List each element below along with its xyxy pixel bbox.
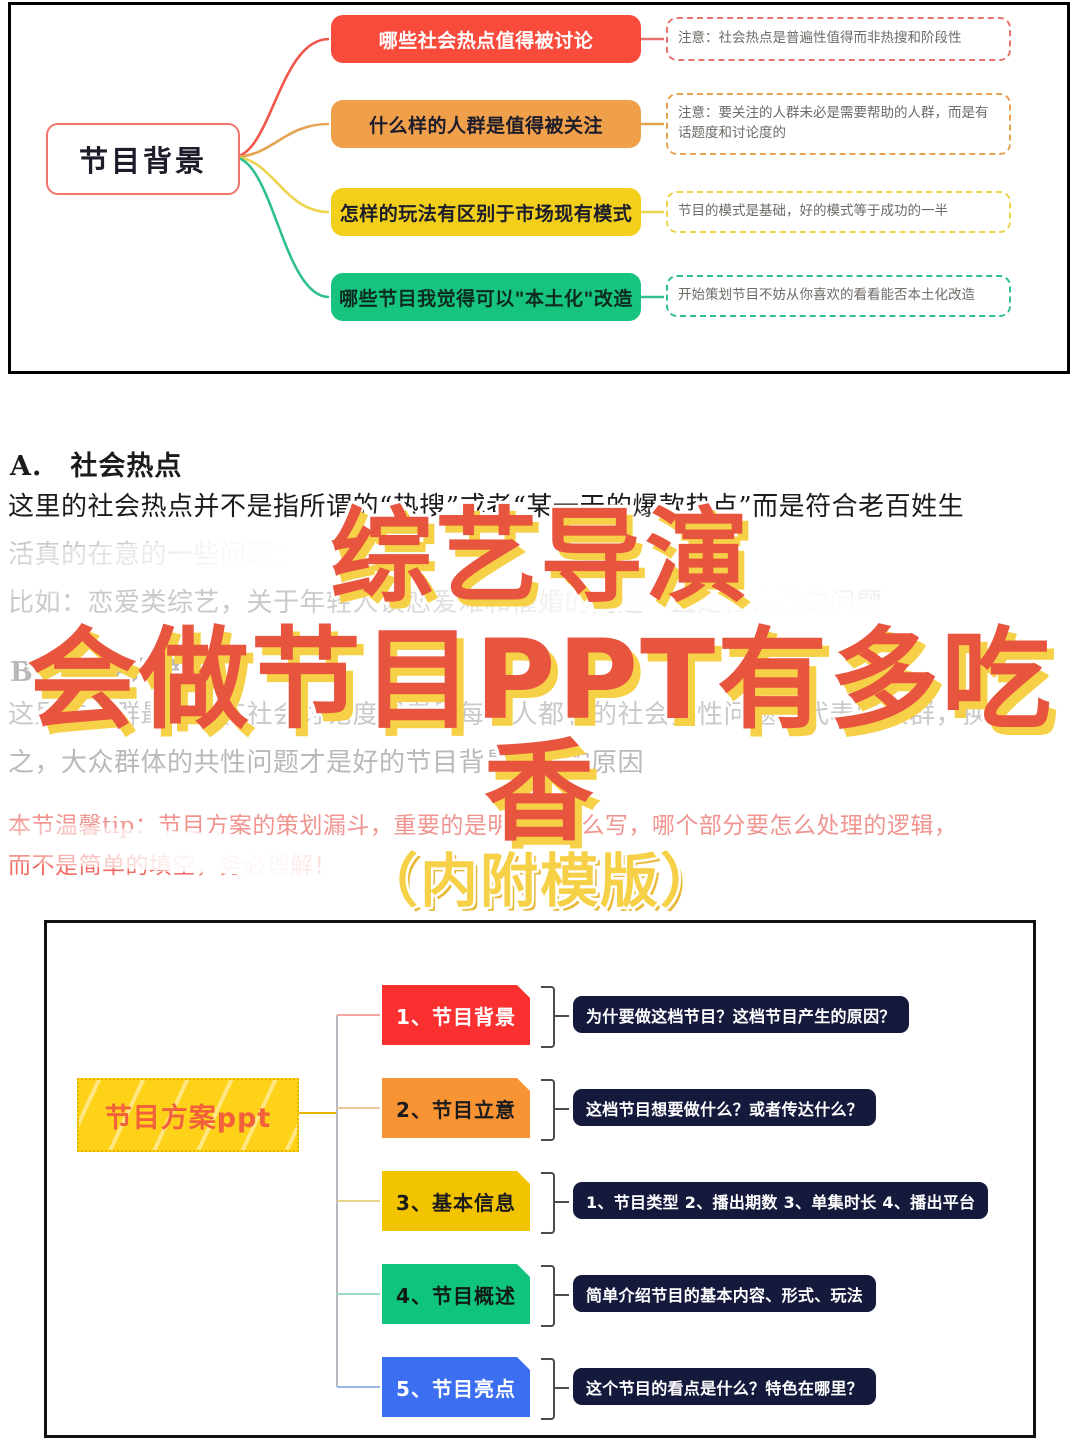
bottom-mindmap-node-5: 5、节目亮点 — [382, 1357, 530, 1417]
doc-line-4: 这里的人群最好是有社会讨论度或者是每个人都有的社会共性问题所代表的人群，换言 — [8, 700, 1016, 730]
top-mindmap-note-1: 注意：社会热点是普遍性值得而非热搜和阶段性 — [666, 17, 1011, 61]
bottom-mindmap-node-5-label: 5、节目亮点 — [396, 1376, 516, 1401]
top-mindmap-note-3-text: 节目的模式是基础，好的模式等于成功的一半 — [678, 203, 948, 220]
bottom-mindmap-desc-3: 1、节目类型 2、播出期数 3、单集时长 4、播出平台 — [573, 1182, 989, 1219]
bottom-mindmap-node-3-label: 3、基本信息 — [396, 1190, 516, 1215]
bottom-mindmap-desc-4-text: 简单介绍节目的基本内容、形式、玩法 — [586, 1285, 864, 1305]
top-mindmap-root-node: 节目背景 — [46, 123, 240, 195]
top-mindmap-note-2-text: 注意：要关注的人群未必是需要帮助的人群，而是有话题度和讨论度的 — [678, 105, 989, 141]
connector-dash-1 — [553, 1015, 569, 1017]
bottom-mindmap-desc-2: 这档节目想要做什么？或者传达什么？ — [573, 1089, 877, 1126]
bottom-mindmap-node-3: 3、基本信息 — [382, 1171, 530, 1231]
bracket-1 — [541, 986, 555, 1048]
bottom-mindmap-node-4: 4、节目概述 — [382, 1264, 530, 1324]
top-mindmap-note-4: 开始策划节目不妨从你喜欢的看看能否本土化改造 — [666, 275, 1011, 317]
top-mindmap-branch-4: 哪些节目我觉得可以"本土化"改造 — [331, 273, 641, 321]
bottom-mindmap-node-1-label: 1、节目背景 — [396, 1004, 516, 1029]
bottom-mindmap-desc-3-text: 1、节目类型 2、播出期数 3、单集时长 4、播出平台 — [586, 1192, 976, 1212]
bottom-mindmap-desc-5-text: 这个节目的看点是什么？特色在哪里？ — [586, 1378, 864, 1398]
top-mindmap-branch-1-label: 哪些社会热点值得被讨论 — [378, 29, 594, 52]
bottom-mindmap-node-1: 1、节目背景 — [382, 985, 530, 1045]
top-mindmap-branch-2-label: 什么样的人群是值得被关注 — [368, 114, 603, 137]
top-mindmap-branch-2: 什么样的人群是值得被关注 — [331, 100, 641, 148]
bottom-mindmap-connectors — [295, 1014, 380, 1388]
top-mindmap-card: 节目背景 哪些社会热点值得被讨论 什么样的人群是值得被关注 怎样的玩法有区别于市… — [8, 2, 1070, 374]
bottom-mindmap-desc-4: 简单介绍节目的基本内容、形式、玩法 — [573, 1275, 877, 1312]
bracket-5 — [541, 1358, 555, 1420]
top-mindmap-branch-1: 哪些社会热点值得被讨论 — [331, 15, 641, 63]
connector-dash-5 — [553, 1387, 569, 1389]
top-mindmap-root-label: 节目背景 — [78, 144, 207, 178]
top-mindmap-branch-3-label: 怎样的玩法有区别于市场现有模式 — [339, 202, 633, 225]
bottom-mindmap-root-node: 节目方案ppt — [77, 1078, 305, 1158]
connector-dash-3 — [553, 1201, 569, 1203]
bottom-mindmap-card: 节目方案ppt 1、节目背景 2、节目立意 3、基本信息 4、节目概述 5、节目… — [44, 920, 1036, 1438]
bracket-3 — [541, 1172, 555, 1234]
doc-line-tip-2: 而不是简单的填空，务必理解！ — [8, 853, 337, 879]
doc-line-tip-1: 本节温馨tip：节目方案的策划漏斗，重要的是明白为什么写，哪个部分要怎么处理的逻… — [8, 813, 958, 839]
bottom-mindmap-root-label: 节目方案ppt — [104, 1102, 272, 1134]
bottom-mindmap-node-4-label: 4、节目概述 — [396, 1283, 516, 1308]
doc-line-heading-b: B. 关注人群 — [10, 657, 185, 688]
doc-line-5: 之，大众群体的共性问题才是好的节目背景产生的原因 — [8, 748, 645, 778]
doc-line-heading-a: A. 社会热点 — [10, 451, 183, 482]
bottom-mindmap-node-2-label: 2、节目立意 — [396, 1097, 516, 1122]
connector-dash-4 — [553, 1294, 569, 1296]
bottom-mindmap-node-2: 2、节目立意 — [382, 1078, 530, 1138]
doc-line-2: 活真的在意的一些问题： — [8, 540, 300, 570]
bracket-4 — [541, 1265, 555, 1327]
document-text-block: A. 社会热点 这里的社会热点并不是指所谓的“热搜”或者“某一天的爆款热点”而是… — [0, 382, 1080, 920]
top-mindmap-note-4-text: 开始策划节目不妨从你喜欢的看看能否本土化改造 — [678, 287, 975, 304]
connector-dash-2 — [553, 1108, 569, 1110]
top-mindmap-note-1-text: 注意：社会热点是普遍性值得而非热搜和阶段性 — [678, 30, 962, 47]
doc-line-3: 比如：恋爱类综艺，关于年轻人谈恋爱难和催婚的问题一直是社会性的问题 — [8, 588, 883, 618]
top-mindmap-connectors — [232, 37, 664, 299]
top-mindmap-note-3: 节目的模式是基础，好的模式等于成功的一半 — [666, 191, 1011, 233]
bottom-mindmap-desc-1: 为什要做这档节目？这档节目产生的原因？ — [573, 996, 909, 1033]
bottom-mindmap-desc-2-text: 这档节目想要做什么？或者传达什么？ — [586, 1099, 864, 1119]
bracket-2 — [541, 1079, 555, 1141]
top-mindmap-note-2: 注意：要关注的人群未必是需要帮助的人群，而是有话题度和讨论度的 — [666, 93, 1011, 155]
doc-line-1: 这里的社会热点并不是指所谓的“热搜”或者“某一天的爆款热点”而是符合老百姓生 — [8, 492, 965, 522]
top-mindmap-branch-3: 怎样的玩法有区别于市场现有模式 — [331, 188, 641, 236]
bottom-mindmap-desc-1-text: 为什要做这档节目？这档节目产生的原因？ — [586, 1006, 896, 1026]
bottom-mindmap-desc-5: 这个节目的看点是什么？特色在哪里？ — [573, 1368, 877, 1405]
top-mindmap-branch-4-label: 哪些节目我觉得可以"本土化"改造 — [339, 287, 633, 310]
